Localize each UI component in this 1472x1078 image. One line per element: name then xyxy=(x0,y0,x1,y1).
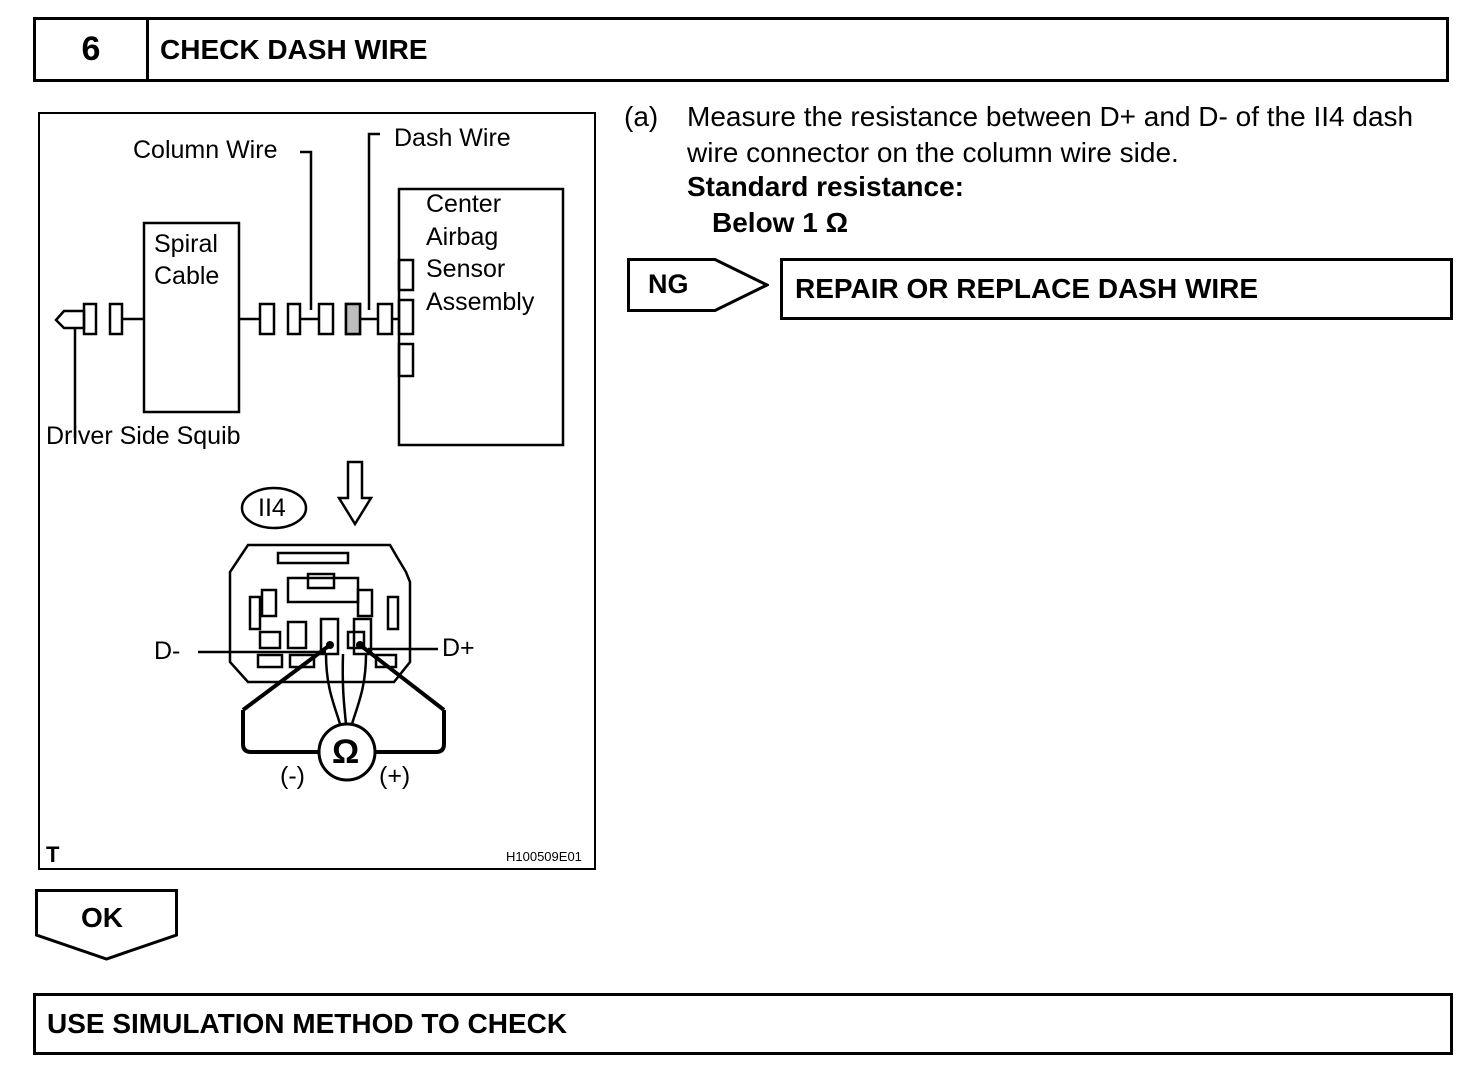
label-dash-wire: Dash Wire xyxy=(394,124,511,152)
label-center-1: Center xyxy=(426,190,502,218)
label-column-wire: Column Wire xyxy=(133,136,278,164)
ng-result-box: REPAIR OR REPLACE DASH WIRE xyxy=(780,258,1453,320)
ok-arrow-shape xyxy=(35,889,178,961)
label-center-3: Sensor xyxy=(426,255,506,283)
ok-tag: OK xyxy=(35,889,178,961)
ok-result-box: USE SIMULATION METHOD TO CHECK xyxy=(33,993,1453,1055)
label-d-minus: D- xyxy=(154,637,181,665)
label-spiral-2: Cable xyxy=(154,262,220,290)
instruction-text: Measure the resistance between D+ and D-… xyxy=(687,101,1414,168)
ng-arrow-shape xyxy=(627,258,769,312)
label-center-2: Airbag xyxy=(426,223,499,251)
ng-label: NG xyxy=(648,269,689,299)
ok-label: OK xyxy=(81,902,123,933)
label-driver-side-squib: Driver Side Squib xyxy=(46,422,241,450)
label-d-plus: D+ xyxy=(442,634,475,662)
label-center-4: Assembly xyxy=(426,288,535,316)
label-connector-id: II4 xyxy=(258,494,286,522)
label-probe-plus: (+) xyxy=(379,762,411,790)
label-corner-letter: T xyxy=(46,842,60,867)
step-number: 6 xyxy=(36,20,149,79)
ng-tag: NG xyxy=(627,258,769,312)
wiring-figure: Column Wire Dash Wire Spiral Cable Cente… xyxy=(38,112,596,870)
step-title: CHECK DASH WIRE xyxy=(160,33,428,65)
wiring-diagram xyxy=(38,112,596,870)
instruction-marker: (a) xyxy=(624,101,659,132)
spec-value: Below 1 Ω xyxy=(712,207,849,238)
step-header: 6 CHECK DASH WIRE xyxy=(33,17,1449,82)
label-spiral-1: Spiral xyxy=(154,230,218,258)
figure-code: H100509E01 xyxy=(506,849,582,864)
label-probe-minus: (-) xyxy=(280,762,305,790)
spec-label: Standard resistance: xyxy=(687,171,964,202)
ohm-meter-symbol: Ω xyxy=(332,733,360,771)
